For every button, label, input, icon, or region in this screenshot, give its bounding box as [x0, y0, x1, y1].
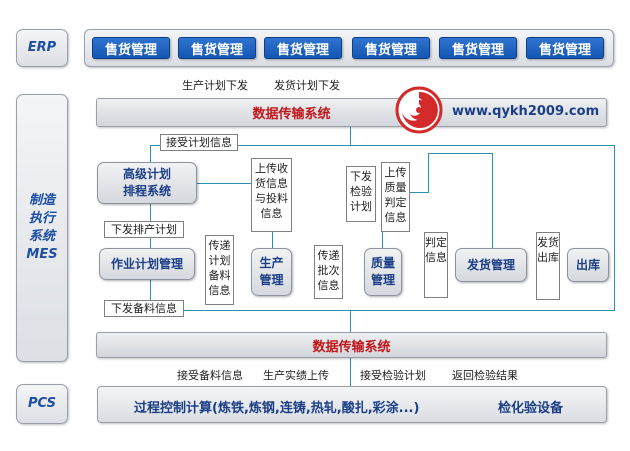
- production-result-upload-label: 生产实绩上传: [263, 369, 329, 382]
- shipping-plan-issue-label: 发货计划下发: [274, 79, 340, 92]
- job-plan-node[interactable]: 作业计划管理: [99, 248, 195, 280]
- aps-system-node[interactable]: 高级计划 排程系统: [97, 162, 197, 204]
- out-warehouse-node[interactable]: 出库: [567, 248, 609, 282]
- pcs-side-label: PCS: [16, 384, 68, 424]
- erp-sales-button-5[interactable]: 售货管理: [439, 37, 517, 59]
- connector-line: [150, 310, 615, 311]
- production-line-1: 生产: [259, 256, 284, 270]
- erp-side-label: ERP: [16, 29, 68, 67]
- process-control-text: 过程控制计算(炼铁,炼钢,连铸,热轧,酸扎,彩涂...): [134, 401, 420, 416]
- aps-line-1: 高级计划: [122, 167, 171, 181]
- judgement-info-label: 判定信息: [424, 232, 448, 298]
- top-data-transfer-title: 数据传输系统: [252, 107, 331, 122]
- pass-plan-material-label: 传递计划备料信息: [205, 235, 234, 305]
- issue-schedule-label: 下发排产计划: [104, 221, 184, 238]
- pcs-label-text: PCS: [28, 396, 56, 411]
- connector-line: [196, 183, 254, 184]
- upload-quality-judgement-label: 上传质量判定信息: [381, 162, 410, 232]
- erp-sales-button-6[interactable]: 售货管理: [526, 37, 604, 59]
- receive-material-label: 接受备料信息: [177, 369, 243, 382]
- receive-plan-info-label: 接受计划信息: [160, 134, 238, 151]
- erp-sales-button-4[interactable]: 售货管理: [352, 37, 430, 59]
- erp-panel: [84, 29, 614, 67]
- connector-line: [382, 232, 383, 248]
- inspection-equipment-text: 检化验设备: [498, 401, 564, 416]
- mes-label-line-3: 系统: [28, 229, 55, 244]
- connector-line: [428, 153, 429, 193]
- erp-label-text: ERP: [27, 40, 57, 55]
- connector-line: [350, 310, 351, 332]
- connector-line: [272, 232, 273, 248]
- production-plan-issue-label: 生产计划下发: [182, 79, 248, 92]
- connector-line: [428, 153, 492, 154]
- pcs-panel: [97, 386, 607, 423]
- connector-line: [614, 145, 615, 310]
- bottom-data-transfer-bar: 数据传输系统: [96, 332, 607, 358]
- aps-line-2: 排程系统: [122, 184, 171, 198]
- upload-receive-info-label: 上传收货信息与投料信息: [251, 158, 292, 232]
- quality-management-node[interactable]: 质量 管理: [364, 248, 402, 296]
- production-management-node[interactable]: 生产 管理: [251, 248, 292, 296]
- mes-label-line-4: MES: [26, 247, 58, 262]
- receive-inspection-plan-label: 接受检验计划: [360, 369, 426, 382]
- company-website[interactable]: www.qykh2009.com: [452, 104, 600, 119]
- pass-batch-info-label: 传递批次信息: [314, 245, 343, 299]
- connector-line: [150, 145, 151, 163]
- mes-side-label: 制造 执行 系统 MES: [16, 94, 68, 362]
- quality-line-2: 管理: [370, 273, 395, 287]
- connector-line: [410, 192, 428, 193]
- shipping-out-label: 发货出库: [536, 232, 560, 300]
- mes-label-line-1: 制造: [28, 193, 55, 208]
- production-line-2: 管理: [259, 273, 284, 287]
- erp-sales-button-3[interactable]: 售货管理: [264, 37, 342, 59]
- connector-line: [150, 280, 151, 310]
- quality-line-1: 质量: [370, 256, 395, 270]
- erp-sales-button-1[interactable]: 售货管理: [92, 37, 170, 59]
- connector-line: [150, 145, 615, 146]
- company-logo: [394, 86, 444, 134]
- connector-line: [350, 127, 351, 145]
- mes-label-line-2: 执行: [28, 211, 55, 226]
- issue-inspection-plan-label: 下发检验计划: [346, 166, 376, 222]
- shipping-management-node[interactable]: 发货管理: [455, 248, 527, 282]
- issue-material-label: 下发备料信息: [104, 300, 184, 317]
- erp-sales-button-2[interactable]: 售货管理: [178, 37, 256, 59]
- connector-line: [350, 358, 351, 386]
- connector-line: [492, 153, 493, 248]
- return-inspection-result-label: 返回检验结果: [452, 369, 518, 382]
- bottom-data-transfer-title: 数据传输系统: [312, 339, 391, 355]
- top-data-transfer-bar: 数据传输系统: [96, 98, 607, 127]
